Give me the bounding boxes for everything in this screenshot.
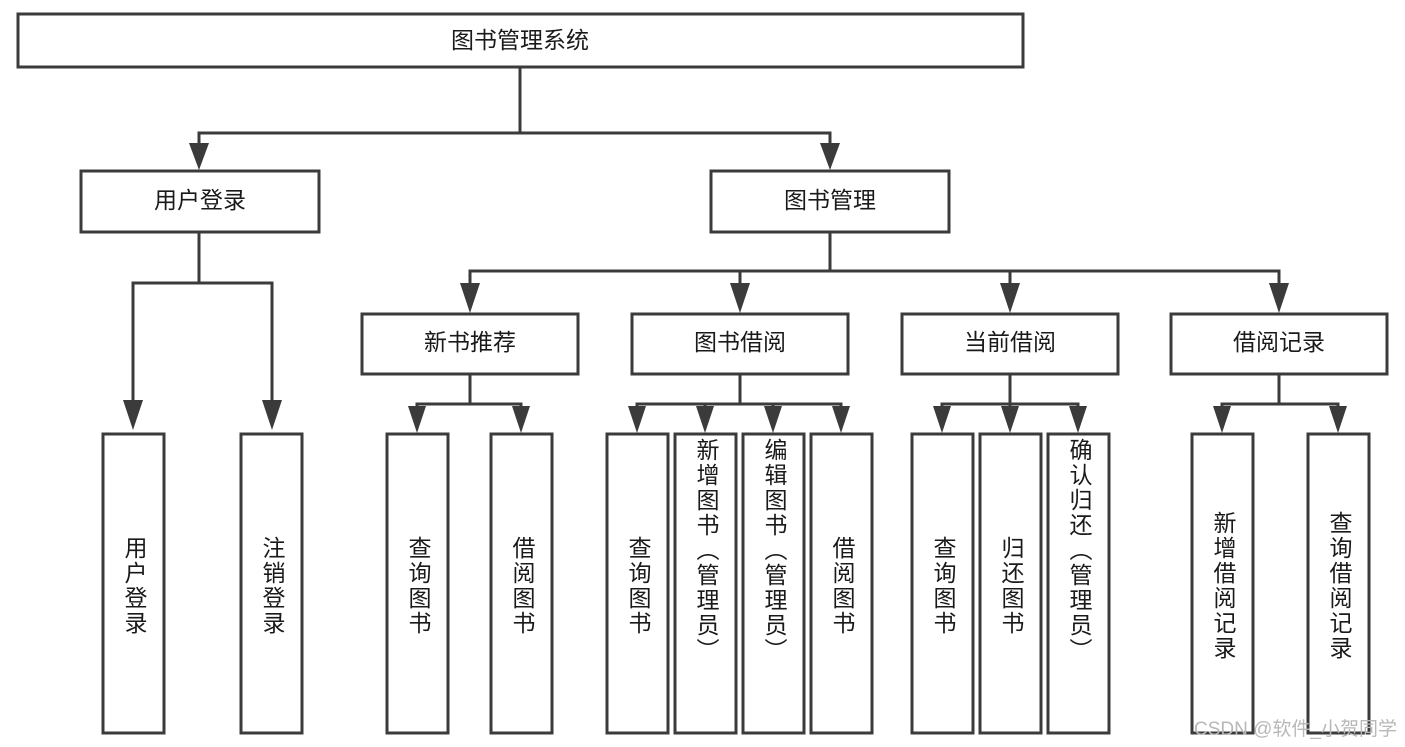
node-root-label: 图书管理系统 — [451, 27, 589, 53]
leaf-return-book-box[interactable] — [978, 432, 1043, 735]
leaf-query-book-2-box[interactable] — [605, 432, 670, 735]
node-borrow-record[interactable]: 借阅记录 — [1169, 312, 1389, 376]
node-current-borrow-label: 当前借阅 — [964, 329, 1056, 355]
arrow-to-leaf-return-book — [1001, 406, 1019, 433]
arrow-to-borrow-record — [1269, 283, 1289, 313]
node-user-login[interactable]: 用户登录 — [79, 169, 321, 234]
arrow-to-user-login — [189, 143, 209, 170]
arrow-to-current-borrow — [1000, 283, 1020, 313]
node-new-book-recommend[interactable]: 新书推荐 — [360, 312, 580, 376]
leaf-add-record-box[interactable] — [1190, 432, 1255, 735]
node-borrow-record-box[interactable] — [1169, 312, 1389, 376]
arrow-to-leaf-confirm-return — [1069, 406, 1087, 433]
leaf-user-login-box[interactable] — [101, 432, 166, 735]
arrow-to-book-manage — [820, 143, 840, 170]
node-book-borrow-label: 图书借阅 — [694, 329, 786, 355]
node-book-borrow-box[interactable] — [630, 312, 850, 376]
arrow-to-leaf-edit-book — [764, 406, 782, 433]
node-current-borrow[interactable]: 当前借阅 — [900, 312, 1120, 376]
node-user-login-box[interactable] — [79, 169, 321, 234]
arrow-to-leaf-user-login — [123, 400, 143, 430]
node-root[interactable]: 图书管理系统 — [16, 12, 1025, 69]
leaf-query-book-1-box[interactable] — [385, 432, 450, 735]
arrow-to-new-book-recommend — [460, 283, 480, 313]
node-root-box[interactable] — [16, 12, 1025, 69]
node-new-book-recommend-box[interactable] — [360, 312, 580, 376]
leaf-query-book-3-box[interactable] — [910, 432, 975, 735]
leaf-add-book-box[interactable] — [673, 432, 738, 735]
arrow-to-leaf-borrow-book-2 — [832, 406, 850, 433]
arrow-to-leaf-query-record — [1329, 406, 1347, 433]
node-current-borrow-box[interactable] — [900, 312, 1120, 376]
node-new-book-recommend-label: 新书推荐 — [424, 329, 516, 355]
leaf-box-layer — [101, 432, 1371, 735]
node-layer: 图书管理系统 用户登录 图书管理 新书推荐 图书借阅 — [16, 12, 1389, 735]
arrow-to-leaf-borrow-book-1 — [512, 406, 530, 433]
arrow-to-leaf-query-book-3 — [933, 406, 951, 433]
arrowhead-layer — [123, 143, 1347, 433]
node-book-borrow[interactable]: 图书借阅 — [630, 312, 850, 376]
leaf-borrow-book-1-box[interactable] — [489, 432, 554, 735]
leaf-borrow-book-2-box[interactable] — [809, 432, 874, 735]
node-user-login-label: 用户登录 — [154, 187, 246, 213]
arrow-to-leaf-add-record — [1213, 406, 1231, 433]
leaf-query-record-box[interactable] — [1306, 432, 1371, 735]
arrow-to-leaf-logout — [262, 400, 282, 430]
arrow-to-book-borrow — [730, 283, 750, 313]
arrow-to-leaf-add-book — [696, 406, 714, 433]
node-borrow-record-label: 借阅记录 — [1233, 329, 1325, 355]
leaf-logout-box[interactable] — [239, 432, 304, 735]
arrow-to-leaf-query-book-1 — [408, 406, 426, 433]
node-book-manage-label: 图书管理 — [784, 187, 876, 213]
leaf-confirm-return-box[interactable] — [1046, 432, 1111, 735]
node-book-manage-box[interactable] — [709, 169, 951, 234]
arrow-to-leaf-query-book-2 — [628, 406, 646, 433]
leaf-edit-book-box[interactable] — [741, 432, 806, 735]
node-book-manage[interactable]: 图书管理 — [709, 169, 951, 234]
watermark: CSDN @软件_小贺同学 — [1194, 719, 1397, 740]
